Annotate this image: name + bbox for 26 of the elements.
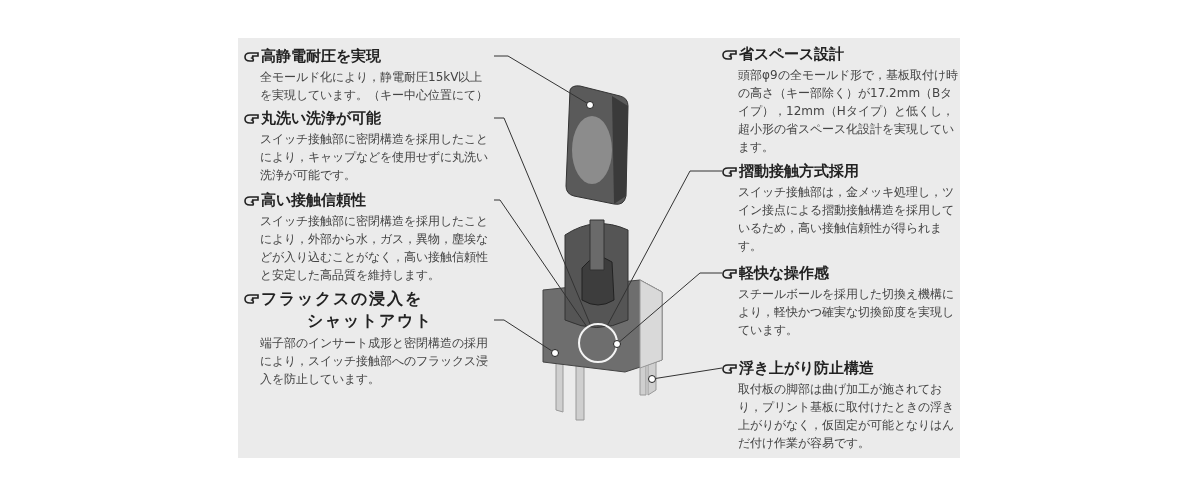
feature-heading: 軽快な操作感: [739, 263, 829, 283]
leader-line: [619, 272, 723, 342]
callout-dot: [586, 101, 594, 109]
feature-description: スチールボールを採用した切換え機構により，軽快かつ確実な切換節度を実現しています。: [738, 286, 955, 339]
feature-heading: 省スペース設計: [739, 44, 844, 64]
feature-heading: フラックスの浸入をシャットアウト: [261, 288, 433, 332]
feature-heading: 高い接触信頼性: [261, 190, 366, 210]
callout-dot: [648, 375, 656, 383]
leader-line: [606, 170, 723, 326]
feature-heading: 摺動接触方式採用: [739, 161, 859, 181]
feature-description: スイッチ接触部に密閉構造を採用したことにより，外部から水，ガス，異物，塵埃などが入り込むことがなく，高い接触信頼性と安定した高品質を維持します。: [260, 213, 489, 284]
feature-description: 端子部のインサート成形と密閉構造の採用により，スイッチ接触部へのフラックス浸入を防止しています。: [260, 335, 489, 388]
callout-dot: [613, 340, 621, 348]
leader-line: [493, 117, 591, 325]
feature-description: 取付板の脚部は曲げ加工が施されており，プリント基板に取付けたときの浮き上がりがなく，仮固定が可能となりはんだ付け作業が容易です。: [738, 381, 955, 452]
feature-description: スイッチ接触部は，金メッキ処理し，ツイン接点による摺動接触構造を採用しているため，高い接触信頼性が得られます。: [738, 184, 955, 255]
feature-description: 頭部φ9の全モールド形で，基板取付け時の高さ（キー部除く）が17.2mm（Bタイプ），12mm（Hタイプ）と低くし，超小形の省スペース化設計を実現しています。: [738, 67, 959, 156]
leader-line: [655, 367, 723, 379]
feature-description: 全モールド化により，静電耐圧15kV以上を実現しています。（キー中心位置にて）: [260, 69, 489, 104]
feature-description: スイッチ接触部に密閉構造を採用したことにより，キャップなどを使用せずに丸洗い洗浄が可能です。: [260, 131, 489, 184]
callout-dot: [551, 349, 559, 357]
feature-heading: 高静電耐圧を実現: [261, 46, 381, 66]
leader-line: [493, 55, 588, 104]
feature-heading: 浮き上がり防止構造: [739, 358, 874, 378]
feature-heading: 丸洗い洗浄が可能: [261, 108, 381, 128]
leader-line: [493, 199, 588, 327]
